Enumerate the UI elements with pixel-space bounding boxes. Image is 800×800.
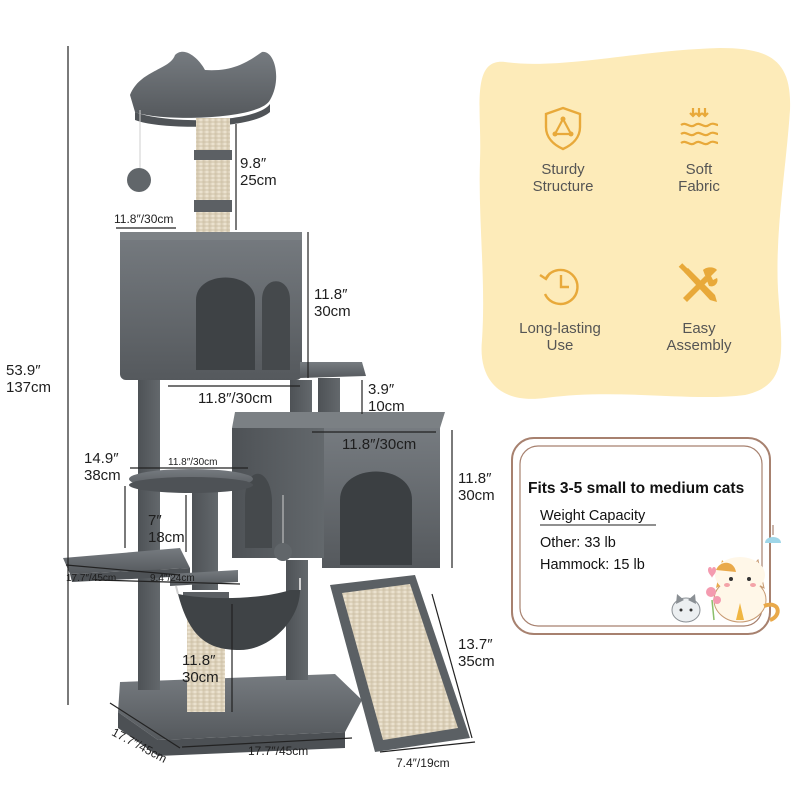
- feature-assembly-line-1: Easy: [682, 320, 716, 337]
- dim-lower-condo-height-cm: 30cm: [458, 487, 495, 504]
- feature-sturdy: Sturdy Structure: [493, 105, 633, 195]
- upper-condo-post: [290, 380, 312, 420]
- dim-post-top: 9.8″ 25cm: [240, 155, 310, 189]
- upper-condo-door: [196, 277, 255, 370]
- ramp-width-line: [379, 741, 476, 753]
- lower-condo-side-window: [245, 473, 272, 548]
- base-width-line: [181, 737, 353, 748]
- weight-capacity-heading: Weight Capacity: [540, 508, 646, 524]
- dim-lower-post-height: 11.8″ 30cm: [182, 652, 252, 686]
- feature-soft: Soft Fabric: [629, 105, 769, 195]
- dim-post-top-in: 9.8″: [240, 155, 267, 172]
- dim-lower-condo-height: 11.8″ 30cm: [458, 470, 528, 504]
- lamp-icon: [765, 537, 781, 543]
- dim-hammock-width: 9.4″/24cm: [150, 573, 195, 584]
- dim-round-platform-width: 11.8″/30cm: [168, 457, 218, 468]
- dim-post-top-cm: 25cm: [240, 172, 277, 189]
- hammock: [178, 590, 300, 650]
- feature-soft-line-1: Soft: [685, 161, 713, 178]
- hammock-strap-left: [175, 585, 179, 595]
- upper-condo-top: [120, 232, 302, 240]
- capacity-card-inner: [519, 445, 763, 627]
- dim-hammock-gap-cm: 18cm: [148, 529, 185, 546]
- dim-left-step-width: 17.7″/45cm: [66, 573, 117, 584]
- triangle-shield-icon: [544, 106, 582, 151]
- hammock-width-line: [94, 579, 241, 585]
- feature-durable-line-1: Long-lasting: [519, 320, 601, 337]
- feature-assembly-label: Easy Assembly: [629, 320, 769, 354]
- dim-base-width: 17.7″/45cm: [248, 744, 309, 758]
- dim-lower-post-height-cm: 30cm: [182, 669, 219, 686]
- top-post-ring: [194, 150, 232, 160]
- dim-ramp-height-in: 13.7″: [458, 636, 493, 653]
- capacity-card-outer: [511, 437, 771, 635]
- round-platform-bottom: [129, 477, 253, 493]
- dim-side-platform-gap-in: 14.9″: [84, 450, 119, 467]
- dim-upper-condo-height-cm: 30cm: [314, 303, 351, 320]
- dim-gap-in: 3.9″: [368, 381, 395, 398]
- lower-condo-top: [232, 412, 445, 428]
- toy-ball: [127, 168, 151, 192]
- left-step-width-line: [65, 564, 181, 576]
- feature-assembly-line-2: Assembly: [666, 337, 732, 354]
- left-step-front: [70, 568, 190, 582]
- dim-lower-post-height-in: 11.8″: [182, 652, 216, 669]
- lower-condo-door: [340, 471, 412, 565]
- feature-durable-line-2: Use: [546, 337, 574, 354]
- base-depth-line: [109, 702, 181, 749]
- ramp-height-line: [431, 593, 473, 739]
- top-sisal-post: [196, 118, 230, 233]
- dim-total-height: 53.9″ 137cm: [6, 362, 76, 396]
- dim-gap-cm: 10cm: [368, 398, 405, 415]
- feature-soft-line-2: Fabric: [678, 178, 720, 195]
- dim-hammock-gap: 7″ 18cm: [148, 512, 218, 546]
- feature-sturdy-line-1: Sturdy: [541, 161, 585, 178]
- dim-ramp-height-cm: 35cm: [458, 653, 495, 670]
- cat-illustration-icon: [671, 557, 780, 623]
- dim-gap: 3.9″ 10cm: [368, 381, 438, 415]
- condo-toy-ball: [274, 543, 292, 561]
- dim-top-perch-width: 11.8″/30cm: [114, 212, 174, 226]
- wavy-fabric-icon: [680, 108, 719, 146]
- feature-durable: Long-lasting Use: [490, 262, 630, 354]
- ramp-scratcher: [342, 584, 458, 740]
- feature-panel-shape: [479, 48, 791, 399]
- dim-upper-condo-width: 11.8″/30cm: [198, 390, 273, 407]
- feature-sturdy-line-2: Structure: [532, 178, 594, 195]
- top-perch-bottom: [135, 104, 270, 127]
- dim-ramp-height: 13.7″ 35cm: [458, 636, 528, 670]
- left-post-back: [138, 370, 160, 690]
- dim-side-platform-gap: 14.9″ 38cm: [84, 450, 154, 484]
- dim-lower-condo-height-in: 11.8″: [458, 470, 492, 487]
- dim-upper-condo-height-in: 11.8″: [314, 286, 348, 303]
- dim-ramp-width: 7.4″/19cm: [396, 756, 450, 770]
- dim-side-platform-gap-cm: 38cm: [84, 467, 121, 484]
- dim-hammock-gap-in: 7″: [148, 512, 162, 529]
- upper-condo-window: [262, 281, 290, 370]
- tools-icon: [678, 263, 718, 302]
- top-post-ring-2: [194, 200, 232, 212]
- middle-step-post: [318, 378, 340, 418]
- middle-step: [300, 362, 366, 378]
- feature-assembly: Easy Assembly: [629, 262, 769, 354]
- feature-sturdy-label: Sturdy Structure: [493, 161, 633, 195]
- dim-lower-condo-width: 11.8″/30cm: [342, 436, 417, 453]
- dim-upper-condo-height: 11.8″ 30cm: [314, 286, 384, 320]
- feature-soft-label: Soft Fabric: [629, 161, 769, 195]
- base-top: [118, 674, 362, 740]
- dim-total-height-in: 53.9″: [6, 362, 41, 379]
- capacity-other: Other: 33 lb: [540, 535, 616, 551]
- clock-arrow-icon: [539, 268, 579, 306]
- feature-durable-label: Long-lasting Use: [490, 320, 630, 354]
- top-perch: [130, 51, 277, 118]
- capacity-card-title: Fits 3-5 small to medium cats: [528, 480, 745, 497]
- dim-total-height-cm: 137cm: [6, 379, 52, 396]
- capacity-hammock: Hammock: 15 lb: [540, 557, 645, 573]
